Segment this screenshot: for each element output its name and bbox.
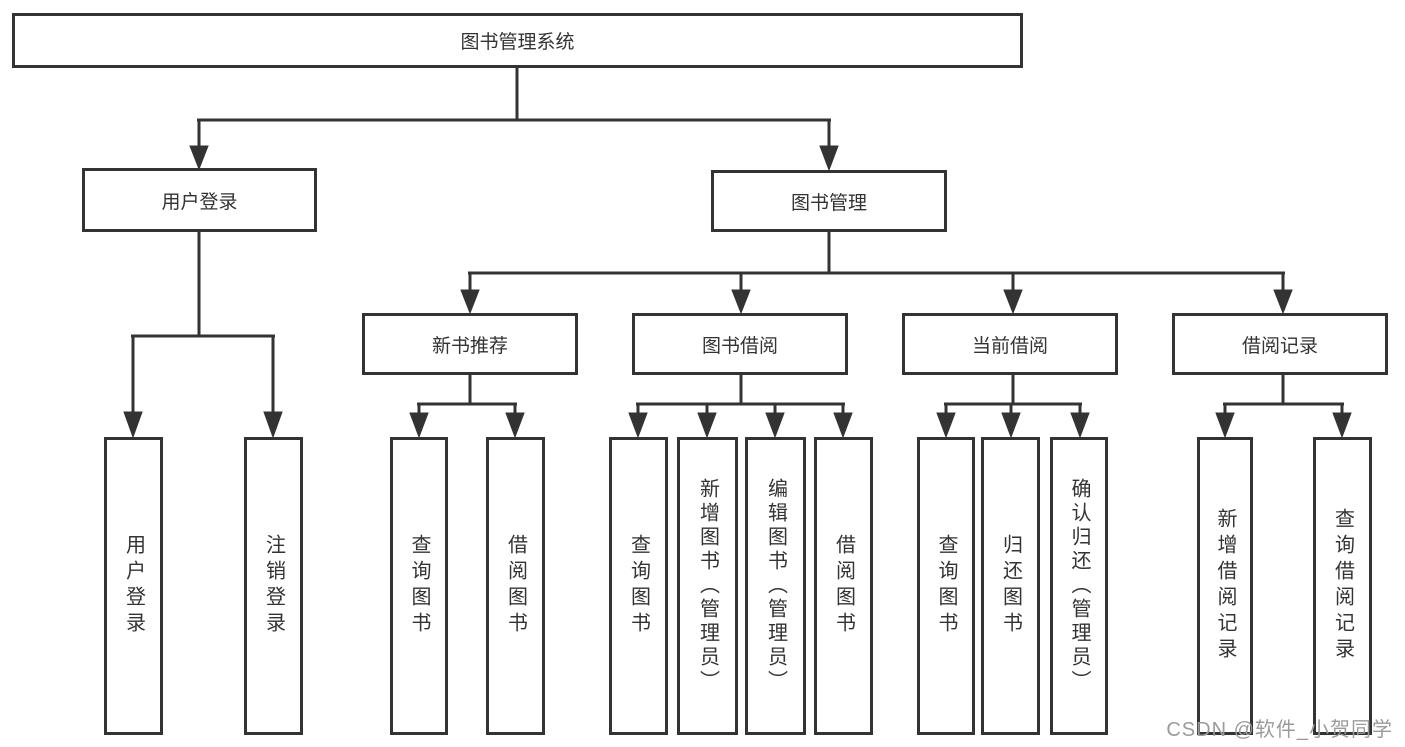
leaf-add-book-admin: 新增图书（管理员）	[677, 437, 738, 735]
node-root-system: 图书管理系统	[12, 13, 1023, 68]
connector-book-mgmt-to-level3	[460, 232, 1293, 315]
node-user-login: 用户登录	[82, 168, 317, 232]
connector-root-to-level2	[189, 68, 839, 172]
leaf-edit-book-admin: 编辑图书（管理员）	[745, 437, 806, 735]
csdn-watermark: CSDN @软件_小贺同学	[1166, 719, 1393, 741]
leaf-confirm-return-admin: 确认归还（管理员）	[1050, 437, 1108, 735]
leaf-logout: 注销登录	[244, 437, 303, 735]
leaf-query-books-3: 查询图书	[917, 437, 975, 735]
node-borrow-records: 借阅记录	[1172, 313, 1388, 375]
leaf-query-borrow-record: 查询借阅记录	[1313, 437, 1372, 735]
leaf-user-login: 用户登录	[104, 437, 163, 735]
connector-user-login-to-leaves	[123, 232, 283, 439]
leaf-query-books-1: 查询图书	[390, 437, 448, 735]
connector-current-borrow-to-leaves	[936, 375, 1090, 439]
leaf-return-books: 归还图书	[981, 437, 1040, 735]
leaf-borrow-books-2: 借阅图书	[814, 437, 873, 735]
node-current-borrow: 当前借阅	[902, 313, 1118, 375]
connector-borrow-records-to-leaves	[1215, 375, 1352, 439]
node-book-borrow: 图书借阅	[632, 313, 848, 375]
connector-book-borrow-to-leaves	[628, 375, 853, 439]
leaf-query-books-2: 查询图书	[609, 437, 668, 735]
node-new-book-recommend: 新书推荐	[362, 313, 578, 375]
leaf-borrow-books-1: 借阅图书	[486, 437, 545, 735]
node-book-management: 图书管理	[711, 170, 947, 232]
leaf-add-borrow-record: 新增借阅记录	[1197, 437, 1253, 735]
connector-new-book-to-leaves	[409, 375, 525, 439]
